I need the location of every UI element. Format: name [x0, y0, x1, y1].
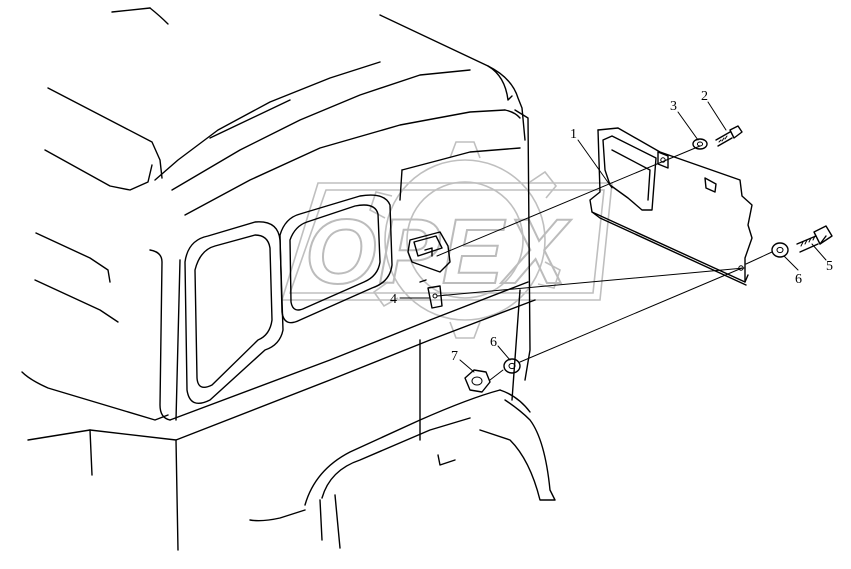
washer-lower	[503, 358, 521, 374]
callout-6b: 6	[490, 335, 497, 350]
leader-5	[811, 243, 827, 261]
watermark-frame	[280, 182, 613, 301]
nut	[464, 369, 491, 393]
leader-6a	[783, 255, 799, 271]
callout-6a: 6	[795, 272, 802, 287]
bolt-large	[796, 225, 833, 253]
panel-assembly	[589, 127, 753, 286]
leader-6b	[497, 345, 511, 361]
callout-3: 3	[670, 99, 677, 114]
watermark-gear	[369, 141, 561, 339]
bracket	[407, 231, 451, 309]
watermark: OPEX	[280, 141, 613, 339]
assembly-lines	[436, 145, 773, 381]
washer-small	[692, 138, 708, 150]
leader-3	[677, 111, 699, 141]
callouts: 1 2 3 4 5 6 6 7	[390, 89, 833, 373]
leader-7	[459, 359, 475, 373]
callout-4: 4	[390, 292, 397, 307]
callout-5: 5	[826, 259, 833, 274]
leader-2	[707, 101, 727, 131]
bolt-small	[715, 125, 743, 147]
leader-1	[577, 139, 613, 189]
callout-2: 2	[701, 89, 708, 104]
truck-cab	[21, 7, 556, 551]
callout-7: 7	[451, 349, 458, 364]
washer-right	[771, 242, 789, 258]
callout-1: 1	[570, 127, 577, 142]
